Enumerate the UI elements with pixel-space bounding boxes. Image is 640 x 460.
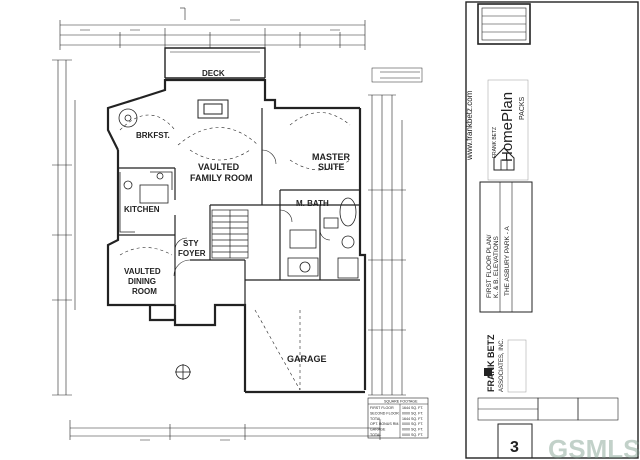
firm-line-2: ASSOCIATES, INC. [499,338,505,392]
door-swings [173,149,331,277]
fireplace [197,99,229,119]
square-footage-table: SQUARE FOOTAGE FIRST FLOOR 1644 SQ. FT.SE… [367,397,429,439]
room-label-master-1: MASTER [312,152,351,162]
firm-name-block: FRANK BETZ ASSOCIATES, INC. [484,334,527,393]
homeplan-packs-logo: FRANK BETZ HomePlan PACKS [487,79,529,181]
sqft-row-value: 1644 SQ. FT. [402,406,423,410]
revision-boxes [477,397,619,421]
sqft-row-label: FIRST FLOOR [370,406,394,410]
gsmls-watermark: GSMLS [548,434,640,460]
room-label-vaulted-dining-3: ROOM [132,287,157,296]
exterior-walls [106,78,367,394]
stairs [211,209,249,259]
brand-line-2: HomePlan [499,92,516,162]
deck-outline [164,47,266,79]
firm-line-1: FRANK BETZ [486,334,496,392]
interior-walls [118,108,360,305]
sqft-row-label: TOTAL [370,433,381,437]
room-label-m-bath: M. BATH [296,199,329,208]
room-label-brkfst: BRKFST. [136,131,170,140]
watermark-text: GSMLS [548,434,640,460]
drawing-title-panel: FIRST FLOOR PLAN/ K. & B. ELEVATIONS THE… [479,181,533,313]
house-icon [493,147,515,171]
room-label-vaulted-dining-1: VAULTED [124,267,161,276]
dimension-annotations [80,19,423,441]
room-label-kitchen: KITCHEN [124,205,160,214]
room-label-master-2: SUITE [318,162,345,172]
sqft-row-label: GARAGE [370,428,386,432]
drawing-line-2: K. & B. ELEVATIONS [493,235,500,298]
website-text: www.frankbetz.com [465,90,474,161]
sqft-row-label: TOTAL [370,417,381,421]
room-label-sty: STY [183,239,199,248]
room-label-foyer: FOYER [178,249,206,258]
floor-plan-drawing [52,7,423,441]
frank-betz-logo-box [477,3,531,45]
sqft-row-value: 0000 SQ. FT. [402,433,423,437]
sqft-row-label: OPT. BONUS RM. [370,422,399,426]
sqft-header: SQUARE FOOTAGE [384,400,418,404]
room-label-deck: DECK [202,69,225,78]
bath-fixtures [287,197,359,279]
top-dimension-lines [59,7,366,50]
sqft-row-label: SECOND FLOOR [370,411,399,415]
sheet-number-box: 3 [497,423,533,459]
sqft-row-value: 0000 SQ. FT. [402,411,423,415]
drawing-line-1: FIRST FLOOR PLAN/ [486,234,493,298]
title-block: www.frankbetz.com FRANK BETZ HomePlan PA… [465,1,640,460]
sqft-row-value: 1644 SQ. FT. [402,417,423,421]
room-label-vaulted-family-2: FAMILY ROOM [190,173,253,183]
sqft-row-value: 0000 SQ. FT. [402,422,423,426]
kitchen-counters [119,171,173,233]
sqft-row-value: 0000 SQ. FT. [402,428,423,432]
ceiling-dash-lines [119,112,351,391]
room-label-garage: GARAGE [287,354,327,364]
bottom-dimension-lines [69,420,381,440]
room-label-vaulted-dining-2: DINING [128,277,156,286]
room-labels: DECK BRKFST. VAULTED FAMILY ROOM MASTER … [124,69,351,364]
brand-line-1: FRANK BETZ [492,127,498,158]
room-label-vaulted-family-1: VAULTED [198,162,240,172]
breakfast-table [118,108,138,128]
left-dimension-lines [52,59,76,396]
sheet-number: 3 [510,439,519,456]
north-arrow [175,364,191,380]
brand-line-3: PACKS [519,96,526,120]
plan-name: THE ASBURY PARK - A [504,226,511,296]
right-dimension-lines [368,94,406,396]
